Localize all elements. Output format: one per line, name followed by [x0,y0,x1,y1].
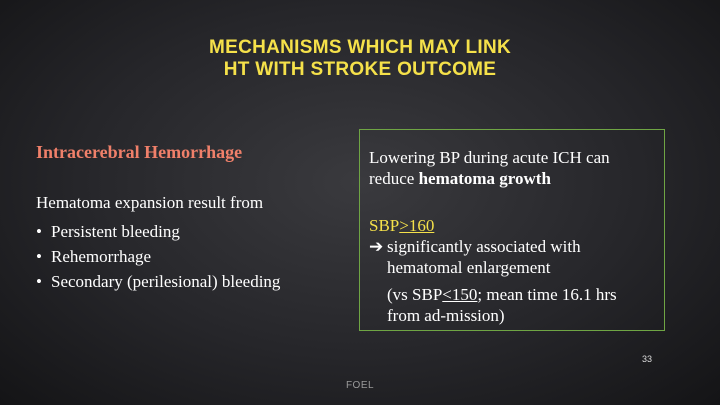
box-line-1: Lowering BP during acute ICH can [369,148,610,167]
bullet-text: Persistent bleeding [51,222,180,241]
bullet-icon: • [36,272,42,291]
hematoma-growth-emphasis: hematoma growth [418,169,551,188]
association-line-2: hematomal enlargement [387,258,551,277]
comparison-prefix: (vs SBP [387,285,443,304]
left-content: Intracerebral Hemorrhage Hematoma expans… [36,142,336,294]
bullet-list: • Persistent bleeding • Rehemorrhage • Seco… [36,219,336,294]
bullet-item: • Secondary (perilesional) bleeding [36,269,336,294]
comparison-suffix: ; mean time 16.1 hrs [477,285,617,304]
comparison-threshold: <150 [442,285,478,304]
footer-text: FOEL [345,380,375,391]
sbp-threshold-value: >160 [399,216,435,235]
box-line-2-prefix: reduce [369,169,419,188]
bullet-item: • Rehemorrhage [36,244,336,269]
box-line-2: reduce hematoma growth [369,168,656,189]
arrow-icon: ➔ [369,237,384,256]
comparison-note: (vs SBP<150; mean time 16.1 hrs [369,284,656,305]
association-text: significantly associated with [387,237,581,256]
bullet-icon: • [36,247,42,266]
sbp-threshold-line: SBP>160 [369,215,656,236]
slide-title: MECHANISMS WHICH MAY LINK HT WITH STROKE… [0,37,720,81]
page-number: 33 [642,354,653,364]
section-heading: Intracerebral Hemorrhage [36,142,243,162]
intro-text: Hematoma expansion result from [36,193,264,212]
slide-title-line-2: HT WITH STROKE OUTCOME [223,59,497,80]
bullet-text: Secondary (perilesional) bleeding [51,272,281,291]
bullet-item: • Persistent bleeding [36,219,336,244]
slide-title-line-1: MECHANISMS WHICH MAY LINK [208,37,511,58]
association-line: ➔significantly associated with [369,236,656,257]
highlight-box: Lowering BP during acute ICH can reduce … [359,129,665,331]
sbp-label: SBP [369,216,400,235]
comparison-note-line-2: from ad-mission) [387,306,505,325]
bullet-text: Rehemorrhage [51,247,152,266]
bullet-icon: • [36,222,42,241]
